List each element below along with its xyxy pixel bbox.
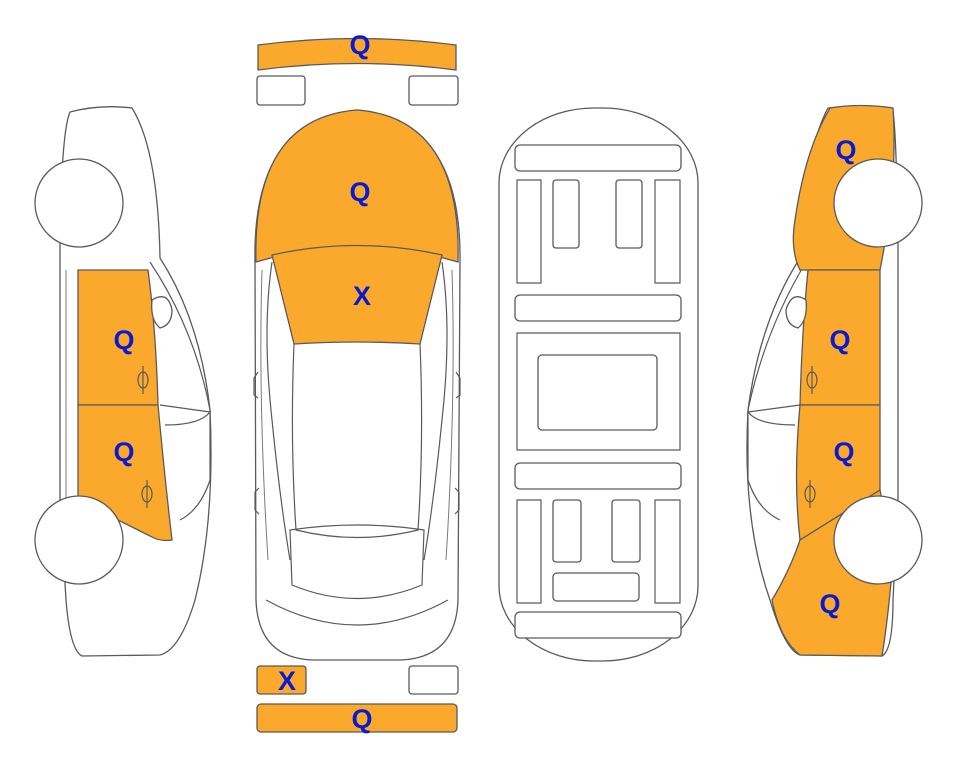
underside-center-panel: [537, 354, 658, 431]
underside-front-inner-left: [552, 179, 580, 249]
underside-center-frame: [516, 332, 681, 451]
rear-left-taillight[interactable]: [256, 665, 307, 695]
underside-right-rear-frame: [654, 499, 681, 604]
underside-front-bar: [514, 144, 682, 172]
left-front-door-handle: [137, 366, 149, 394]
underside-rear-bar: [514, 611, 682, 639]
left-door-handle: [254, 487, 260, 515]
right-side-pillar: [746, 404, 801, 426]
rear-bumper-group: X Q: [256, 665, 459, 734]
right-mirror: [455, 371, 461, 399]
left-side-window-line: [266, 261, 291, 561]
right-side-mirror: [785, 296, 807, 329]
rear-right-taillight[interactable]: [408, 665, 459, 695]
trunk-line: [265, 599, 449, 626]
left-front-wheel: [34, 158, 124, 248]
car-top-view: Q X: [253, 109, 461, 661]
right-side-window-frame: [747, 261, 807, 521]
underside-mid-bar-2: [514, 462, 682, 490]
front-bumper-label: Q: [349, 30, 370, 60]
roof-outline: [291, 343, 423, 539]
underside-rear-inner-left: [552, 499, 582, 563]
right-rear-wheel: [833, 495, 923, 585]
windshield-panel[interactable]: [271, 244, 443, 345]
front-bumper-group: Q: [256, 30, 459, 106]
underside-left-front-frame: [516, 179, 542, 284]
left-side-pillar: [159, 404, 212, 426]
left-rear-door-label: Q: [113, 437, 134, 467]
underside-front-inner-right: [615, 179, 643, 249]
rear-bumper-label: Q: [351, 704, 372, 734]
right-front-door-handle: [806, 366, 818, 394]
rear-window-outline: [289, 524, 425, 600]
hood-label: Q: [349, 177, 370, 207]
right-roof-rail: [445, 269, 454, 561]
car-left-side-view: Q Q: [34, 106, 212, 657]
underside-mid-bar-1: [514, 294, 682, 322]
underside-rear-cross: [552, 572, 640, 602]
front-right-headlight[interactable]: [408, 75, 459, 106]
front-bumper-panel[interactable]: [257, 37, 457, 71]
underside-left-rear-frame: [516, 499, 542, 604]
right-side-window-line: [423, 261, 448, 561]
car-right-side-view: Q Q Q Q: [746, 104, 923, 657]
left-rear-door-handle: [141, 480, 153, 508]
left-front-door-label: Q: [113, 325, 134, 355]
car-underside-view: [498, 107, 699, 662]
rear-left-taillight-label: X: [278, 666, 296, 696]
front-left-headlight[interactable]: [256, 75, 306, 106]
left-mirror: [253, 371, 259, 399]
left-rear-wheel: [34, 495, 124, 585]
right-rear-door-label: Q: [833, 437, 854, 467]
underside-right-front-frame: [654, 179, 681, 284]
left-side-mirror: [151, 296, 173, 329]
right-front-door-label: Q: [829, 325, 850, 355]
rear-bumper-panel[interactable]: [256, 703, 458, 733]
right-front-wheel: [833, 158, 923, 248]
right-door-handle: [454, 487, 460, 515]
underside-rear-inner-right: [611, 499, 641, 563]
right-rear-quarter-label: Q: [819, 589, 840, 619]
windshield-label: X: [353, 281, 371, 311]
left-side-window-frame: [149, 261, 211, 521]
right-rear-door-handle: [804, 480, 816, 508]
left-roof-rail: [260, 269, 269, 561]
right-front-fender-label: Q: [835, 135, 856, 165]
